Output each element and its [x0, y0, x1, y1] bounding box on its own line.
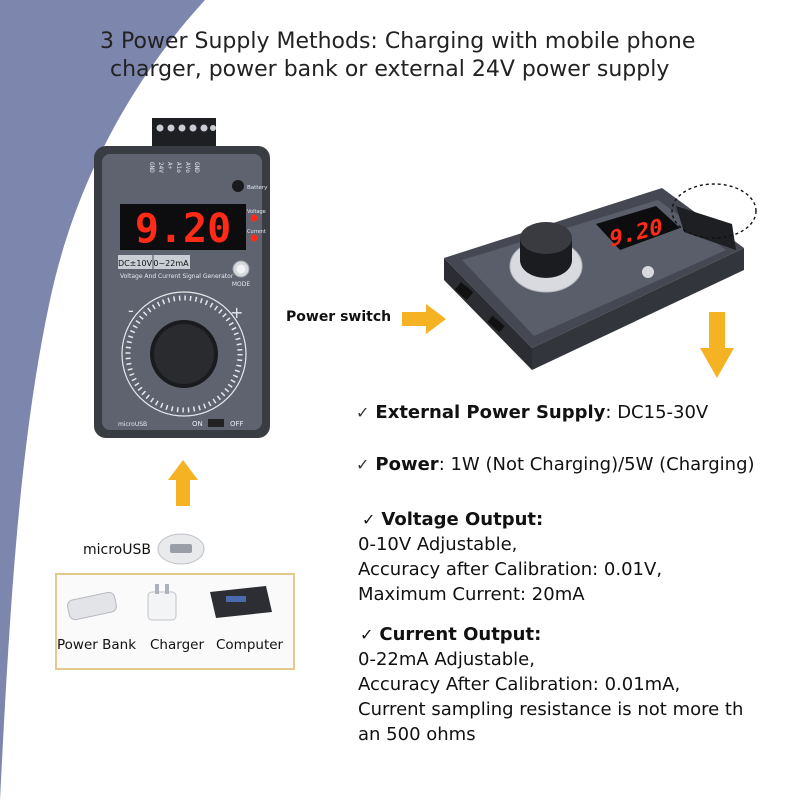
device-front-view: GND 24V A+ A1o AVo GND Battery 9.20 Volt… — [94, 118, 270, 438]
dial-ring — [121, 291, 247, 417]
battery-led — [232, 180, 244, 192]
device-subtitle: Voltage And Current Signal Generator — [120, 273, 234, 280]
side-usb-port — [454, 282, 474, 300]
mode-label: MODE — [232, 281, 251, 288]
arrow-right-icon — [402, 304, 446, 334]
title-line-1: 3 Power Supply Methods: Charging with mo… — [100, 29, 696, 54]
voltage-led-label: Voltage — [247, 209, 266, 215]
side-power-switch[interactable] — [487, 315, 505, 333]
digital-display — [120, 204, 246, 250]
range-voltage-label: DC±10V — [118, 259, 153, 268]
feature-power: ✓Power: 1W (Not Charging)/5W (Charging) — [356, 454, 755, 475]
display-value: 9.20 — [135, 206, 231, 252]
current-led-icon — [250, 234, 258, 242]
dial-scale — [125, 295, 243, 413]
power-switch[interactable] — [208, 419, 224, 427]
svg-text:GND: GND — [148, 162, 155, 173]
feature-current-output: ✓ Current Output: 0-22mA Adjustable, Accu… — [358, 622, 743, 747]
voltage-output-title: Voltage Output: — [381, 509, 544, 530]
micro-usb-port-label: microUSB — [118, 421, 147, 428]
computer-label: Computer — [216, 637, 284, 653]
battery-led-label: Battery — [247, 185, 268, 191]
voltage-output-line: Maximum Current: 20mA — [358, 584, 585, 605]
range-label-box — [118, 255, 190, 269]
feature-external-power: ✓External Power Supply: DC15-30V — [356, 402, 709, 423]
charger-label: Charger — [150, 637, 204, 653]
check-icon: ✓ — [362, 510, 376, 529]
micro-usb-cable-icon — [157, 533, 205, 565]
svg-text:AVo: AVo — [184, 162, 191, 173]
dial-minus-label: - — [128, 301, 134, 320]
external-power-value: DC15-30V — [617, 402, 709, 423]
dial-plus-label: + — [230, 303, 243, 322]
range-current-label: 0~22mA — [153, 259, 189, 268]
arrow-down-icon — [700, 312, 734, 378]
external-power-label: External Power Supply — [375, 402, 606, 423]
voltage-output-line: 0-10V Adjustable, — [358, 534, 518, 555]
current-led-label: Current — [247, 229, 266, 235]
current-output-line: 0-22mA Adjustable, — [358, 649, 535, 670]
off-label: OFF — [230, 420, 244, 428]
device-side-view: 9.20 — [444, 188, 744, 370]
svg-text:GND: GND — [193, 162, 200, 173]
on-label: ON — [192, 420, 203, 428]
charger-icon — [147, 584, 177, 621]
computer-icon — [210, 586, 272, 618]
power-value: 1W (Not Charging)/5W (Charging) — [450, 454, 755, 475]
terminal-highlight-circle — [671, 183, 757, 239]
current-output-line: Current sampling resistance is not more … — [358, 699, 744, 720]
terminal-labels: GND 24V A+ A1o AVo GND — [148, 162, 200, 173]
side-mode-button[interactable] — [642, 266, 654, 278]
power-switch-label: Power switch — [286, 309, 392, 325]
micro-usb-label: microUSB — [83, 542, 151, 558]
current-output-line: Accuracy After Calibration: 0.01mA, — [358, 674, 681, 695]
feature-voltage-output: ✓ Voltage Output: 0-10V Adjustable, Accur… — [358, 507, 662, 607]
voltage-led-icon — [250, 214, 258, 222]
check-icon: ✓ — [356, 403, 370, 422]
check-icon: ✓ — [360, 625, 374, 644]
svg-text:24V: 24V — [157, 162, 164, 173]
power-label: Power — [375, 454, 439, 475]
voltage-output-line: Accuracy after Calibration: 0.01V, — [358, 559, 663, 580]
current-output-line: an 500 ohms — [358, 724, 476, 745]
power-bank-icon — [67, 591, 117, 621]
title-line-2: charger, power bank or external 24V powe… — [110, 57, 670, 82]
page-title: 3 Power Supply Methods: Charging with mo… — [100, 28, 780, 84]
side-terminal-block — [676, 206, 736, 250]
svg-text:A+: A+ — [166, 162, 173, 170]
side-display — [596, 206, 680, 250]
arrow-up-icon — [168, 460, 198, 506]
terminal-block — [152, 118, 216, 148]
svg-text:A1o: A1o — [175, 162, 182, 173]
mode-button-cap — [236, 264, 246, 274]
check-icon: ✓ — [356, 455, 370, 474]
power-bank-label: Power Bank — [57, 637, 137, 653]
current-output-title: Current Output: — [379, 624, 542, 645]
